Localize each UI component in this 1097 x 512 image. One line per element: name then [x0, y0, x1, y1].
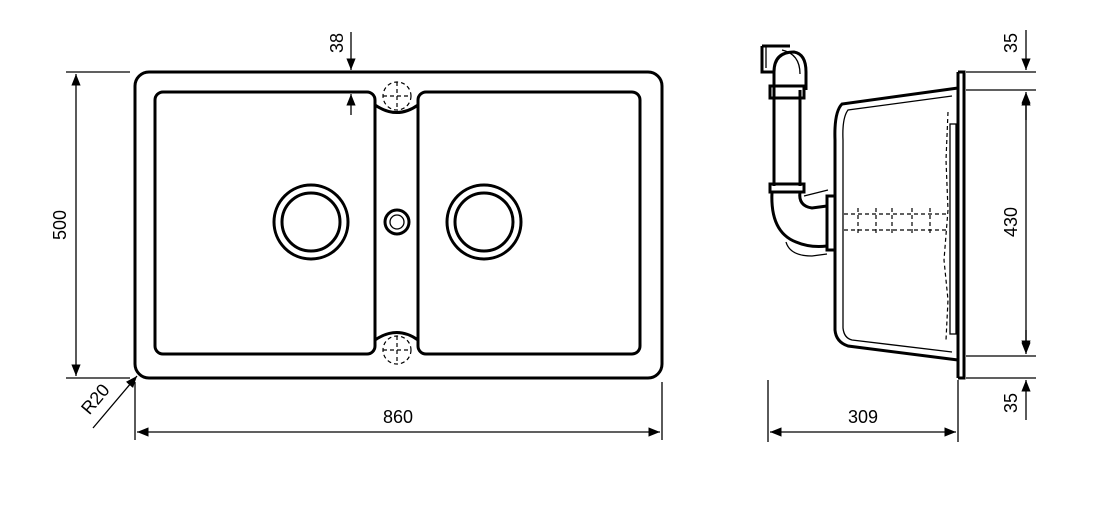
trap-detail [785, 189, 829, 257]
sink-outer-rim [133, 70, 664, 380]
bowl-inner-dashed [943, 111, 949, 341]
top-view: 500 860 R20 38 [50, 32, 664, 440]
dimension-rim-bottom-label: 35 [1001, 393, 1021, 413]
bridge-top-curve [374, 103, 419, 114]
side-view: 309 35 430 35 [760, 30, 1036, 442]
right-drain [445, 183, 523, 261]
overflow-pipe [760, 44, 808, 194]
trap-pipe [770, 191, 828, 248]
dimension-width-label: 860 [383, 407, 413, 427]
drain-flange [825, 194, 837, 252]
dimension-height: 500 [50, 71, 130, 379]
dimension-depth: 309 [767, 380, 959, 442]
dimension-top-offset-label: 38 [327, 33, 347, 53]
dimension-radius-label: R20 [77, 380, 114, 418]
dimension-height-label: 500 [50, 210, 70, 240]
dimension-rim-top-label: 35 [1001, 33, 1021, 53]
bowl-inner-flange [949, 123, 957, 335]
rim-lip [958, 70, 966, 380]
bowl-profile-outer [833, 72, 960, 378]
drain-dashed-pipe [844, 213, 948, 231]
bridge-bottom-curve [374, 331, 419, 342]
overflow-elbow-detail [765, 46, 801, 75]
dimension-width: 860 [134, 382, 663, 440]
dimension-bowl-height: 430 [1001, 94, 1031, 352]
dimension-top-offset: 38 [327, 32, 362, 115]
dimension-radius: R20 [77, 375, 138, 429]
drain-dashed-ticks [857, 208, 931, 236]
dimension-bowl-height-label: 430 [1001, 207, 1021, 237]
overflow-top [382, 81, 412, 111]
tap-hole [383, 208, 411, 236]
overflow-bottom [382, 335, 412, 365]
dimension-rim-bottom: 35 [1001, 330, 1031, 420]
bowl-profile-inner [842, 95, 953, 353]
dimension-depth-label: 309 [848, 407, 878, 427]
dimension-rim-top: 35 [1001, 30, 1031, 120]
left-bowl [153, 90, 377, 356]
right-bowl [416, 90, 642, 356]
left-drain [272, 183, 350, 261]
